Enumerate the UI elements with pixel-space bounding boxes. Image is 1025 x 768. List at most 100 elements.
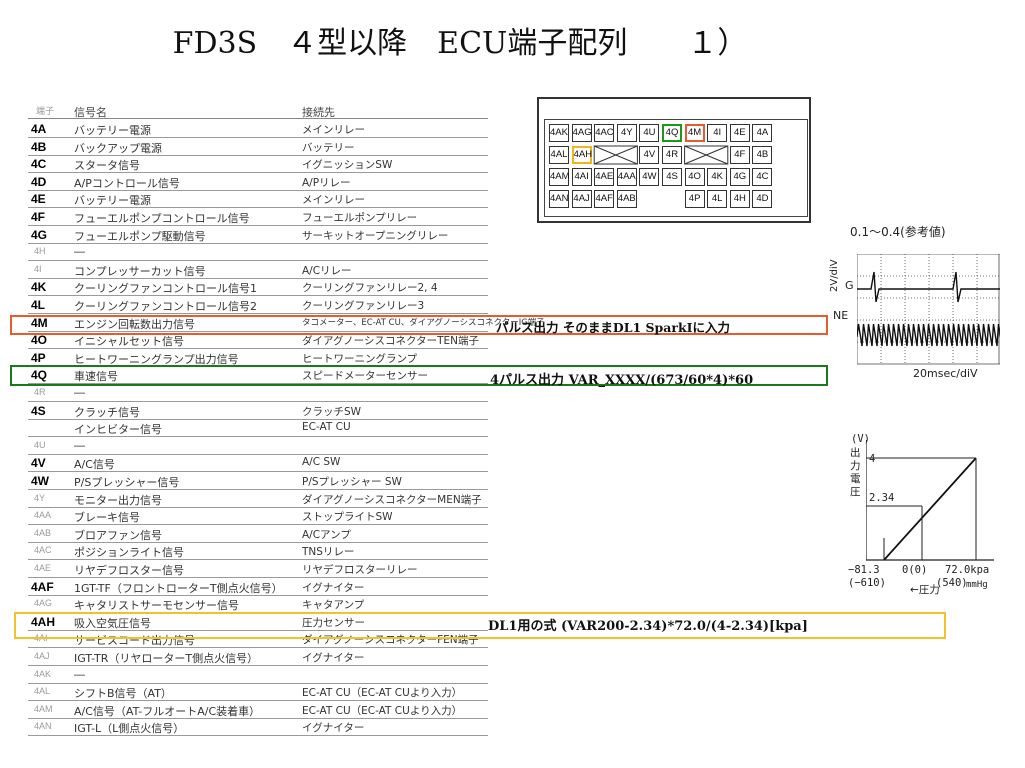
- connector-pin: 4L: [707, 190, 728, 208]
- destination: メインリレー: [302, 194, 365, 207]
- destination: スピードメーターセンサー: [302, 370, 428, 383]
- destination: イグナイター: [302, 652, 365, 664]
- connector-pin: 4AL: [549, 146, 569, 164]
- pin-id: 4AA: [34, 510, 52, 521]
- pin-id: 4A: [31, 122, 47, 136]
- signal-name: インヒビター信号: [74, 423, 162, 437]
- signal-name: コンプレッサーカット信号: [74, 264, 206, 278]
- destination: クラッチSW: [302, 405, 362, 418]
- pin-id: 4AF: [31, 579, 54, 594]
- tach-note: パルス出力 そのままDL1 SparkIに入力: [496, 320, 730, 335]
- signal-name: 1GT-TF（フロントローターT側点火信号）: [74, 581, 283, 595]
- map-x-tick-min: −81.3: [848, 564, 880, 576]
- pin-id: 4U: [34, 439, 46, 450]
- connector-pin: 4H: [729, 190, 750, 208]
- connector-pin: 4AA: [616, 168, 637, 186]
- connector-pin: 4P: [684, 190, 705, 208]
- pin-id: 4R: [34, 387, 46, 397]
- destination: キャタアンプ: [302, 599, 365, 612]
- map-sensor-graph: [866, 440, 994, 561]
- map-note: DL1用の式 (VAR200-2.34)*72.0/(4-2.34)[kpa]: [488, 619, 808, 634]
- pin-id: 4I: [34, 263, 42, 274]
- destination: A/C SW: [302, 456, 341, 469]
- pin-id: 4AB: [34, 527, 52, 538]
- pin-id: 4AG: [34, 598, 53, 609]
- destination: クーリングファンリレー3: [302, 300, 425, 312]
- connector-pin: 4W: [639, 168, 660, 186]
- signal-name: ブレーキ信号: [74, 511, 140, 525]
- signal-name: A/Pコントロール信号: [74, 176, 180, 190]
- signal-name: ―: [74, 667, 85, 681]
- destination: タコメーター、EC-AT CU、ダイアグノーシスコネクターIG端子: [302, 317, 545, 328]
- pin-id: 4V: [31, 456, 46, 471]
- pin-id: 4AM: [34, 703, 53, 714]
- map-y-tick-234: 2.34: [869, 492, 895, 504]
- table-row: 4R―: [28, 384, 488, 402]
- map-x-tick-max: 72.0kpa: [945, 564, 990, 576]
- table-row: 4AE リヤデフロスター信号 リヤデフロスターリレー: [28, 560, 488, 578]
- signal-name: シフトB信号（AT）: [74, 687, 172, 701]
- map-x-label: ←圧力: [910, 584, 940, 596]
- pin-id: 4B: [31, 139, 47, 154]
- signal-name: 車速信号: [74, 370, 118, 384]
- signal-name: IGT-TR（リヤローターT側点火信号）: [74, 652, 259, 665]
- pin-id: 4AJ: [34, 651, 50, 661]
- signal-name: モニター出力信号: [74, 493, 162, 507]
- connector-pin: 4F: [729, 146, 750, 164]
- destination: ダイアグノーシスコネクターTEN端子: [302, 335, 480, 348]
- signal-name: リヤデフロスター信号: [74, 564, 184, 577]
- map-x-sub-max: (540): [936, 577, 968, 589]
- connector-pin: 4A: [752, 124, 773, 142]
- table-row: 4AK―: [28, 666, 488, 684]
- signal-name: ―: [74, 438, 85, 452]
- signal-name: ポジションライト信号: [74, 546, 184, 560]
- connector-empty-slots: [593, 145, 729, 165]
- scope-timebase: 20msec/diV: [913, 367, 978, 380]
- destination: サーキットオープニングリレー: [302, 229, 449, 242]
- signal-name: A/C信号（AT-フルオートA/C装着車）: [74, 704, 261, 718]
- connector-pin: 4AM: [549, 168, 570, 186]
- map-x-tick-zero: 0(0): [902, 564, 928, 576]
- signal-name: キャタリストサーモセンサー信号: [74, 599, 239, 613]
- map-y-tick-4: 4: [869, 453, 876, 465]
- table-header: 端子 信号名 接続先: [28, 102, 488, 119]
- destination: バッテリー: [302, 141, 355, 154]
- pin-id: 4E: [31, 192, 46, 207]
- pin-id: 4G: [31, 227, 48, 242]
- table-row: インヒビター信号 EC-AT CU: [28, 419, 488, 438]
- destination: リヤデフロスターリレー: [302, 564, 418, 576]
- table-row: 4H―: [28, 243, 488, 262]
- connector-pin: 4AE: [594, 168, 615, 186]
- connector-pin: 4AC: [594, 124, 615, 142]
- destination: フューエルポンプリレー: [302, 212, 418, 224]
- scope-label-ne: NE: [833, 309, 849, 322]
- signal-name: スタータ信号: [74, 159, 140, 173]
- pin-id: 4D: [31, 174, 47, 189]
- pin-id: 4AE: [34, 563, 52, 573]
- signal-name: エンジン回転数出力信号: [74, 317, 195, 331]
- connector-pin: 4U: [639, 124, 660, 142]
- connector-pin: 4AG: [571, 124, 592, 142]
- destination: EC-AT CU: [302, 421, 351, 434]
- connector-pin: 4Y: [616, 124, 637, 142]
- pin-id: 4P: [31, 350, 46, 365]
- connector-pin: 4D: [752, 190, 773, 208]
- signal-name: ヒートワーニングランプ出力信号: [74, 352, 239, 366]
- connector-pin: 4V: [639, 146, 660, 164]
- scope-screen: [857, 254, 1000, 365]
- connector-pin: 4B: [752, 146, 773, 164]
- destination: ダイアグノーシスコネクターMEN端子: [302, 493, 482, 506]
- pin-id: 4K: [31, 280, 47, 295]
